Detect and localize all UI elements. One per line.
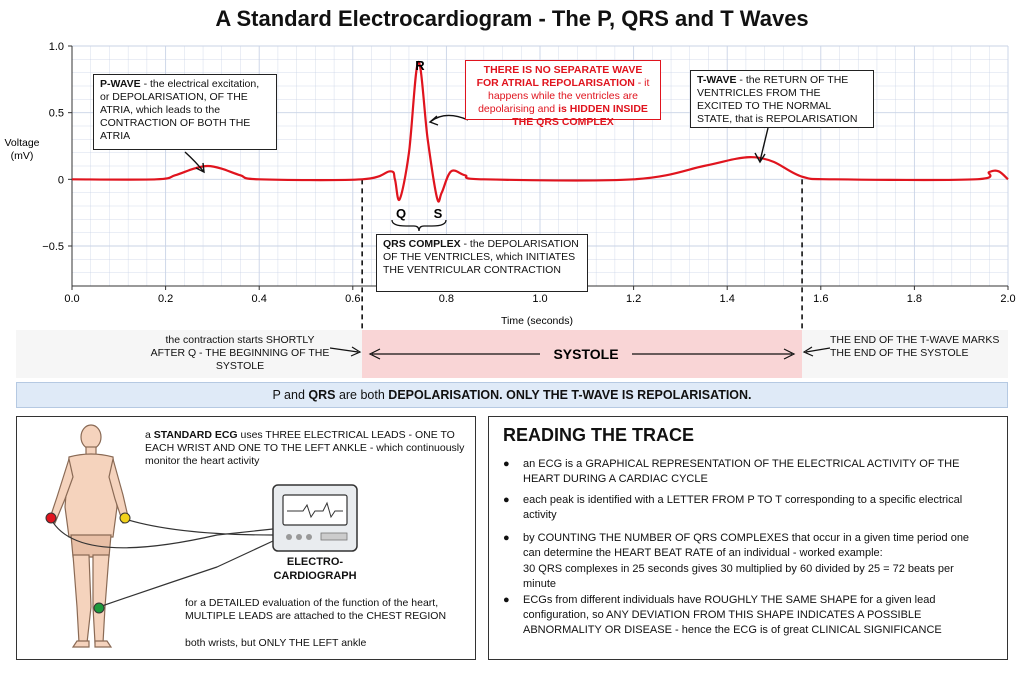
x-tick-label: 0.8	[439, 293, 454, 305]
systole-end-note: THE END OF THE T-WAVE MARKS THE END OF T…	[830, 334, 1000, 359]
systole-label: SYSTOLE	[553, 346, 618, 362]
reading-title: READING THE TRACE	[503, 425, 695, 445]
x-tick-label: 0.2	[158, 293, 173, 305]
y-tick-labels: 1.0 0.5 0 −0.5	[42, 41, 72, 253]
intro-b: STANDARD ECG	[153, 429, 238, 441]
depol-text-2: QRS	[308, 388, 336, 402]
leads-bottom-note: both wrists, but ONLY THE LEFT ankle	[185, 637, 367, 649]
reading-bullet-2-text: each peak is identified with a LETTER FR…	[523, 494, 963, 521]
standard-ecg-intro: a STANDARD ECG uses THREE ELECTRICAL LEA…	[145, 429, 467, 468]
x-tick-label: 2.0	[1000, 293, 1015, 305]
s-wave-label: S	[434, 206, 443, 221]
left-wrist-electrode-icon	[119, 512, 131, 524]
p-wave-callout-text: - the electrical excitation, or DEPOLARI…	[100, 78, 260, 142]
depolarisation-note-bar: P and QRS are both DEPOLARISATION. ONLY …	[16, 382, 1008, 408]
bullet-dot-icon: ●	[503, 494, 510, 506]
t-wave-callout: T-WAVE - the RETURN OF THE VENTRICLES FR…	[690, 70, 874, 128]
p-wave-callout-head: P-WAVE	[100, 78, 141, 90]
human-figure-icon	[48, 424, 130, 648]
intro-a: a	[145, 429, 154, 441]
left-ankle-electrode-icon	[93, 602, 105, 614]
p-wave-callout: P-WAVE - the electrical excitation, or D…	[93, 74, 277, 150]
reading-bullet-3-text: by COUNTING THE NUMBER OF QRS COMPLEXES …	[523, 532, 970, 559]
systole-arrows: SYSTOLE	[329, 346, 831, 362]
y-tick-label: 0.5	[49, 108, 64, 120]
x-tick-label: 0.0	[64, 293, 79, 305]
t-wave-callout-head: T-WAVE	[697, 74, 737, 86]
atrial-repol-callout: THERE IS NO SEPARATE WAVE FOR ATRIAL REP…	[465, 60, 661, 128]
x-tick-label: 0.6	[345, 293, 360, 305]
q-wave-label: Q	[396, 206, 406, 221]
y-tick-label: 1.0	[49, 41, 64, 53]
worked-example: 30 QRS complexes in 25 seconds gives 30 …	[523, 563, 954, 590]
systole-start-note: the contraction starts SHORTLY AFTER Q -…	[150, 334, 330, 372]
atrial-callout-tail: is HIDDEN INSIDE THE QRS COMPLEX	[512, 103, 648, 128]
qrs-complex-callout: QRS COMPLEX - the DEPOLARISATION OF THE …	[376, 234, 588, 292]
qrs-brace	[391, 219, 447, 232]
right-wrist-electrode-icon	[45, 512, 57, 524]
bullet-dot-icon: ●	[503, 594, 510, 606]
x-tick-label: 1.4	[720, 293, 735, 305]
y-axis-label-line1: Voltage	[4, 137, 39, 149]
intro-c: uses THREE ELECTRICAL LEADS - ONE TO EAC…	[145, 429, 465, 467]
y-axis-label-line2: (mV)	[11, 150, 34, 162]
depol-text-3: are both	[335, 388, 389, 402]
device-label-line1: ELECTRO-	[286, 556, 344, 568]
electrocardiograph-device-icon	[272, 484, 358, 552]
page-title: A Standard Electrocardiogram - The P, QR…	[215, 6, 809, 31]
x-tick-labels: 0.0 0.2 0.4 0.6 0.8 1.0 1.2 1.4 1.6 1.8 2.0	[64, 286, 1016, 305]
multiple-leads-note: for a DETAILED evaluation of the functio…	[185, 597, 447, 622]
ecg-trace	[71, 60, 1009, 203]
y-tick-label: −0.5	[42, 241, 64, 253]
x-tick-label: 1.2	[626, 293, 641, 305]
depol-text-1: P and	[272, 388, 309, 402]
qrs-callout-head: QRS COMPLEX	[383, 238, 461, 250]
body-and-device-illustration	[45, 424, 358, 648]
reading-bullet-1-text: an ECG is a GRAPHICAL REPRESENTATION OF …	[523, 458, 960, 485]
ecg-leads-panel: a STANDARD ECG uses THREE ELECTRICAL LEA…	[16, 416, 476, 660]
t-wave-callout-text: - the RETURN OF THE VENTRICLES FROM THE …	[697, 74, 858, 125]
depol-text-4: DEPOLARISATION. ONLY THE T-WAVE IS REPOL…	[388, 388, 752, 402]
bullet-dot-icon: ●	[503, 458, 510, 470]
callout-arrows	[184, 114, 769, 174]
x-axis-label: Time (seconds)	[501, 315, 573, 327]
qrs-callout-text: - the DEPOLARISATION OF THE VENTRICLES, …	[383, 238, 579, 276]
bullet-dot-icon: ●	[503, 532, 510, 544]
y-tick-label: 0	[58, 174, 64, 186]
device-label-line2: CARDIOGRAPH	[273, 570, 357, 582]
atrial-callout-head: THERE IS NO SEPARATE WAVE FOR ATRIAL REP…	[476, 64, 643, 89]
x-tick-label: 1.6	[813, 293, 828, 305]
reading-the-trace-panel: READING THE TRACE ● an ECG is a GRAPHICA…	[488, 416, 1008, 660]
x-tick-label: 1.0	[532, 293, 547, 305]
x-tick-label: 1.8	[907, 293, 922, 305]
x-tick-label: 0.4	[252, 293, 267, 305]
r-wave-label: R	[415, 58, 425, 73]
device-label: ELECTRO- CARDIOGRAPH	[265, 555, 365, 583]
atrial-callout-mid: - it happens while the ventricles are de…	[478, 77, 650, 115]
systole-markers	[361, 179, 803, 330]
reading-bullet-4-text: ECGs from different individuals have ROU…	[523, 594, 942, 636]
